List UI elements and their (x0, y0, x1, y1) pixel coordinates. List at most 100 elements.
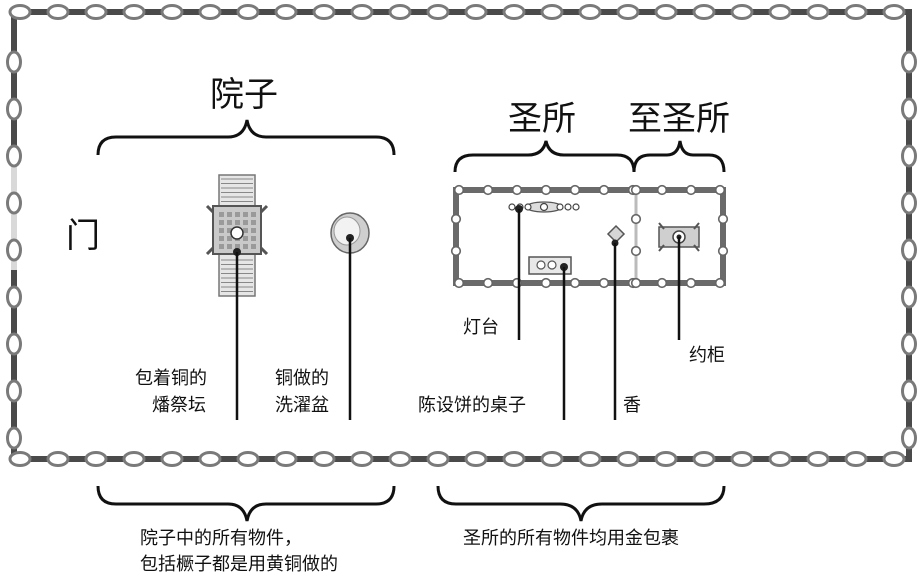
fence-post (8, 451, 32, 467)
fence-post (312, 4, 336, 20)
fence-post (464, 451, 488, 467)
fence-post (464, 4, 488, 20)
fence-post (901, 97, 917, 121)
tent-post (598, 277, 610, 289)
courtyard-title: 院子 (210, 75, 278, 115)
tent-post (511, 184, 523, 196)
tent-post (540, 184, 552, 196)
fence-post (844, 451, 868, 467)
altar-grate-cell (219, 236, 224, 241)
table-bread-2 (547, 260, 557, 270)
altar-grate-cell (251, 212, 256, 217)
fence-post (502, 4, 526, 20)
altar-grate-cell (243, 244, 248, 249)
tent-post (453, 184, 465, 196)
tent-post (450, 245, 462, 257)
tent-post (569, 184, 581, 196)
gate-label: 门 (66, 216, 100, 256)
holy-place-title: 圣所 (508, 99, 576, 139)
tent (450, 184, 729, 289)
altar-grate-cell (251, 244, 256, 249)
altar-grate-cell (243, 228, 248, 233)
fence-post (844, 4, 868, 20)
fence-post (160, 4, 184, 20)
fence-post (578, 4, 602, 20)
altar-label-line2: 燔祭坛 (152, 395, 206, 416)
altar-grate-cell (243, 212, 248, 217)
fence-post (578, 451, 602, 467)
lamp (572, 203, 580, 211)
fence-post (426, 451, 450, 467)
table-bread-1 (536, 260, 546, 270)
fence-post (806, 4, 830, 20)
laver-rim (333, 216, 361, 246)
fence-post (616, 451, 640, 467)
fence-post (882, 451, 906, 467)
altar-horns (205, 204, 269, 256)
fence-post (901, 144, 917, 168)
fence-post (540, 451, 564, 467)
fence-post (388, 451, 412, 467)
tent-post (714, 184, 726, 196)
fence-post (274, 4, 298, 20)
courtyard-items-brace (96, 485, 396, 522)
fence-post (84, 4, 108, 20)
fence-post (312, 451, 336, 467)
tent-outline (453, 187, 726, 286)
fence-post (901, 379, 917, 403)
fence-post (6, 191, 22, 215)
fence-post (768, 451, 792, 467)
incense-altar (606, 224, 626, 247)
fence-post (6, 97, 22, 121)
altar-grate-cell (235, 220, 240, 225)
altar-grate-cell (227, 228, 232, 233)
fence-post (6, 144, 22, 168)
fence-post (274, 451, 298, 467)
fence-post (654, 451, 678, 467)
showbread-table (528, 256, 572, 275)
tent-post (685, 277, 697, 289)
courtyard-brace (96, 119, 396, 156)
tent-post (630, 213, 642, 225)
courtyard-note-line1: 院子中的所有物件， (140, 528, 302, 549)
ark-poles (658, 222, 700, 252)
lampstand-label: 灯台 (463, 317, 499, 338)
lampstand (508, 201, 580, 213)
laver-label-line1: 铜做的 (275, 368, 329, 389)
fence-post (388, 4, 412, 20)
lamp (524, 203, 532, 211)
tent-post (453, 277, 465, 289)
altar-grate-cell (243, 220, 248, 225)
altar-grate-cell (251, 228, 256, 233)
fence-post (122, 4, 146, 20)
tent-post (598, 184, 610, 196)
tent-post (630, 277, 642, 289)
fence-post (6, 332, 22, 356)
fence-post (768, 4, 792, 20)
fence-post (350, 451, 374, 467)
tent-post (630, 184, 642, 196)
laver-label-line2: 洗濯盆 (275, 395, 329, 416)
altar-grate-cell (243, 236, 248, 241)
tent-post (569, 277, 581, 289)
fence-post (901, 238, 917, 262)
fence-post (901, 332, 917, 356)
fence-post (236, 4, 260, 20)
altar-grate-cell (227, 220, 232, 225)
fence-post (84, 451, 108, 467)
incense-altar-body (606, 224, 626, 244)
fence-post (122, 451, 146, 467)
altar-grate-cell (235, 212, 240, 217)
fence-post (198, 451, 222, 467)
fence-post (654, 4, 678, 20)
altar-grate-cell (219, 228, 224, 233)
braces (96, 119, 726, 522)
bronze-laver (330, 212, 370, 254)
altar-grate-cell (251, 220, 256, 225)
holy-items-note: 圣所的所有物件均用金包裹 (463, 528, 679, 549)
fence-post (901, 426, 917, 450)
tent-post (482, 277, 494, 289)
altar-label-line1: 包着铜的 (135, 368, 207, 389)
fence-post (730, 4, 754, 20)
incense-label: 香 (623, 395, 641, 416)
